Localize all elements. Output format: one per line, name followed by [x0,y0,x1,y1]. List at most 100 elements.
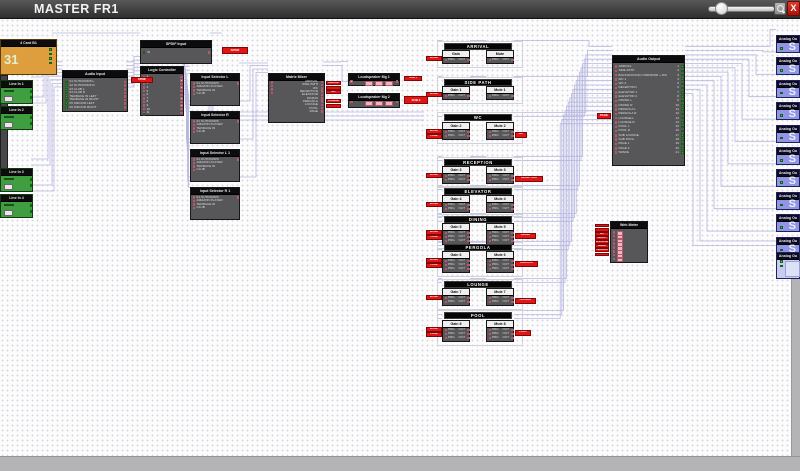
pink-port[interactable] [180,104,183,107]
pink-port[interactable] [123,80,127,84]
pink-port[interactable] [142,93,146,97]
green-port[interactable] [49,57,52,60]
signal-tag[interactable]: MUSIC [426,172,442,178]
pink-port[interactable] [614,116,618,120]
pink-port[interactable] [192,168,196,172]
signal-tag[interactable]: WC [515,131,527,138]
param-chip[interactable] [375,80,383,86]
pink-port[interactable] [467,328,470,332]
pink-port[interactable] [270,88,274,91]
pink-port[interactable] [488,58,492,62]
pink-port[interactable] [444,178,448,182]
pink-port[interactable] [467,263,470,267]
pink-port[interactable] [467,300,470,304]
pink-port[interactable] [444,267,448,271]
green-port[interactable] [142,113,146,116]
pink-port[interactable] [236,196,240,199]
param-chip[interactable] [365,101,373,106]
green-port[interactable] [681,142,684,146]
signal-tag[interactable]: MUSIC [426,91,442,97]
zone-header[interactable]: RECEPTION [444,159,512,166]
pink-port[interactable] [612,257,616,261]
pink-port[interactable] [444,94,448,98]
pink-port[interactable] [320,90,324,93]
line-in-1[interactable]: Line In 1 [0,80,33,104]
pink-port[interactable] [467,231,470,235]
green-port[interactable] [681,86,684,90]
pink-port[interactable] [511,130,514,134]
pink-port[interactable] [511,239,514,243]
param-chip[interactable] [375,101,383,106]
green-port[interactable] [29,90,33,93]
green-port[interactable] [681,121,684,124]
green-port[interactable] [780,114,783,117]
pink-port[interactable] [270,91,274,95]
pink-port[interactable] [614,129,618,133]
zone-header[interactable]: POOL [444,312,512,319]
pink-port[interactable] [270,84,274,88]
zone-header[interactable]: SIDE PATH [444,79,512,86]
speaker-mgr-2[interactable]: Loudspeaker Mg 2 [348,93,400,108]
pink-port[interactable] [614,69,618,73]
zone-header[interactable]: ARRIVAL [444,43,512,50]
pink-port[interactable] [488,239,492,243]
pink-port[interactable] [614,95,618,98]
pink-port[interactable] [192,130,196,134]
pink-port[interactable] [614,99,618,103]
pink-port[interactable] [350,100,353,104]
pink-port[interactable] [488,300,492,304]
green-port[interactable] [681,91,684,94]
pink-port[interactable] [612,246,616,249]
green-port[interactable] [681,82,684,86]
pink-port[interactable] [612,253,616,257]
pink-port[interactable] [350,80,353,83]
analog-out-tail[interactable]: Analog Ou [776,252,800,279]
pink-port[interactable] [192,165,196,168]
pink-port[interactable] [467,296,470,300]
pink-port[interactable] [488,328,492,332]
green-port[interactable] [780,159,783,162]
pink-port[interactable] [320,93,324,97]
signal-tag[interactable]: SPDIF [222,47,248,54]
green-port[interactable] [681,99,684,103]
signal-tag[interactable]: POOL [326,103,341,108]
pink-port[interactable] [511,300,514,304]
pink-port[interactable] [612,242,616,245]
pink-port[interactable] [180,86,183,89]
pink-port[interactable] [180,75,183,79]
pink-port[interactable] [488,267,492,271]
pink-port[interactable] [511,178,514,182]
green-port[interactable] [681,147,684,150]
green-port[interactable] [65,106,68,109]
pink-port[interactable] [207,51,211,54]
pink-port[interactable] [320,97,324,100]
pink-port[interactable] [192,158,196,161]
pink-port[interactable] [614,142,618,146]
pink-port[interactable] [142,104,146,107]
green-port[interactable] [65,102,68,105]
green-port[interactable] [29,204,33,207]
pink-port[interactable] [488,130,492,134]
signal-tag[interactable]: POOL [515,329,532,336]
pink-port[interactable] [123,106,127,109]
green-port[interactable] [681,73,684,77]
signal-tag[interactable]: SUB 2 [404,96,428,104]
pink-port[interactable] [467,130,470,134]
green-port[interactable] [780,181,783,184]
pink-port[interactable] [467,259,470,263]
pink-port[interactable] [467,239,470,243]
